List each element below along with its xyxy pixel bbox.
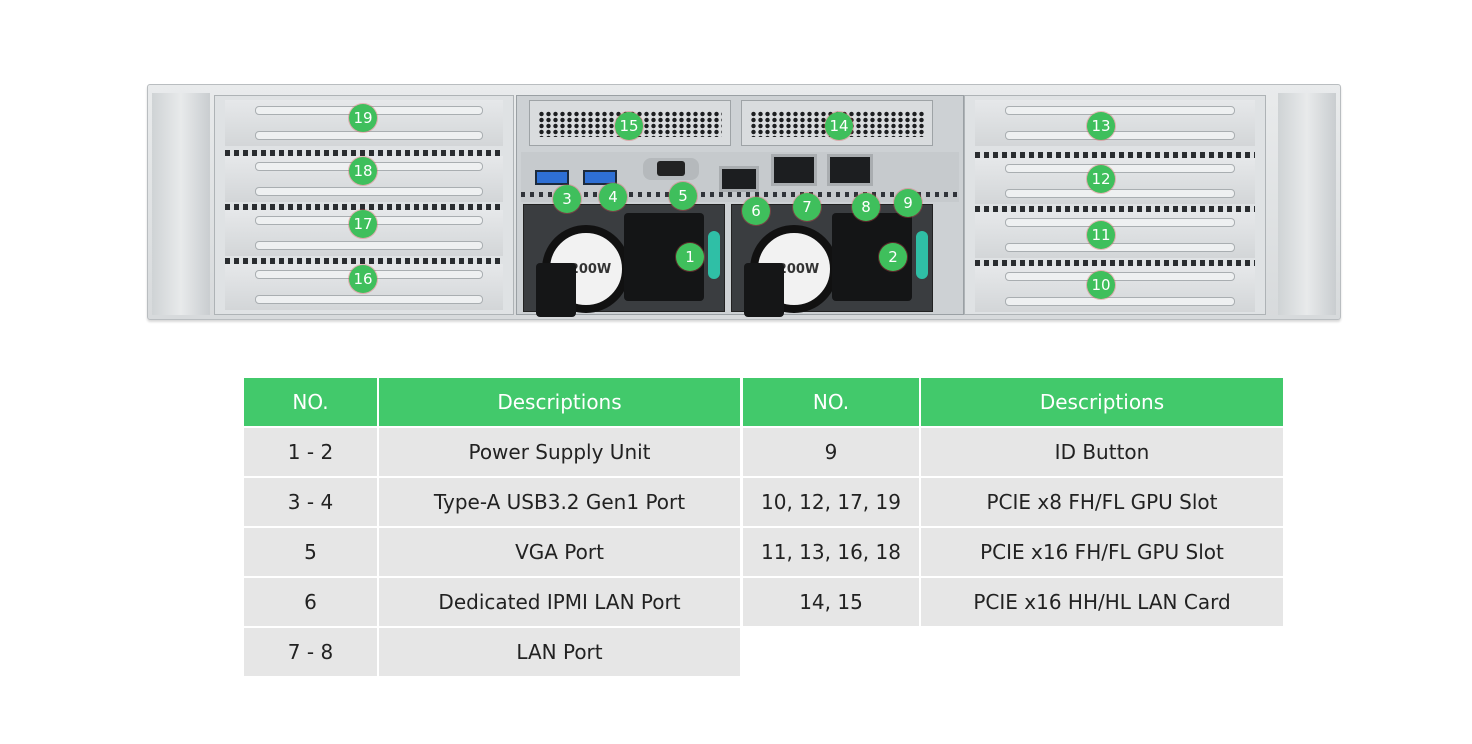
callout-badge: 14 bbox=[825, 112, 853, 140]
psu-handle[interactable] bbox=[708, 231, 720, 279]
cell-no: 14, 15 bbox=[743, 578, 919, 626]
callout-badge: 6 bbox=[742, 197, 770, 225]
lan-port-8 bbox=[827, 154, 873, 186]
callout-badge: 13 bbox=[1087, 112, 1115, 140]
callout-badge: 9 bbox=[894, 189, 922, 217]
rack-ear-right bbox=[1278, 93, 1336, 315]
header-descriptions: Descriptions bbox=[379, 378, 740, 426]
cell-desc: Dedicated IPMI LAN Port bbox=[379, 578, 740, 626]
callout-badge: 7 bbox=[793, 193, 821, 221]
vga-port bbox=[643, 158, 699, 180]
cell-desc: PCIE x16 FH/FL GPU Slot bbox=[921, 528, 1283, 576]
vent bbox=[225, 258, 503, 264]
cell-no: 10, 12, 17, 19 bbox=[743, 478, 919, 526]
callout-badge: 1 bbox=[676, 243, 704, 271]
cell-no: 6 bbox=[244, 578, 377, 626]
cell-desc: PCIE x8 FH/FL GPU Slot bbox=[921, 478, 1283, 526]
pcie-slot-10 bbox=[975, 266, 1255, 312]
callout-badge: 3 bbox=[553, 185, 581, 213]
cell-no: 5 bbox=[244, 528, 377, 576]
callout-badge: 16 bbox=[349, 265, 377, 293]
pcie-slot-11 bbox=[975, 212, 1255, 258]
vent bbox=[225, 150, 503, 156]
pcie-slot-13 bbox=[975, 100, 1255, 146]
psu-handle[interactable] bbox=[916, 231, 928, 279]
fan-icon: 2200W bbox=[750, 225, 838, 313]
cell-desc: LAN Port bbox=[379, 628, 740, 676]
usb-port-3 bbox=[535, 170, 569, 185]
vent bbox=[975, 206, 1255, 212]
callout-badge: 15 bbox=[615, 112, 643, 140]
header-no: NO. bbox=[743, 378, 919, 426]
cell-no: 1 - 2 bbox=[244, 428, 377, 476]
callout-badge: 17 bbox=[349, 210, 377, 238]
cell-no: 11, 13, 16, 18 bbox=[743, 528, 919, 576]
callout-badge: 8 bbox=[852, 193, 880, 221]
callout-badge: 10 bbox=[1087, 271, 1115, 299]
callout-badge: 5 bbox=[669, 182, 697, 210]
cell-no: 9 bbox=[743, 428, 919, 476]
usb-port-4 bbox=[583, 170, 617, 185]
callout-badge: 11 bbox=[1087, 221, 1115, 249]
cell-desc: Type-A USB3.2 Gen1 Port bbox=[379, 478, 740, 526]
cell-no: 7 - 8 bbox=[244, 628, 377, 676]
callout-badge: 2 bbox=[879, 243, 907, 271]
lan-port-7 bbox=[771, 154, 817, 186]
cell-desc: ID Button bbox=[921, 428, 1283, 476]
header-no: NO. bbox=[244, 378, 377, 426]
cell-desc: VGA Port bbox=[379, 528, 740, 576]
vent bbox=[975, 260, 1255, 266]
vent bbox=[225, 204, 503, 210]
callout-badge: 4 bbox=[599, 183, 627, 211]
ipmi-lan-port bbox=[719, 166, 759, 192]
vent bbox=[975, 152, 1255, 158]
gpu-cage-right bbox=[964, 95, 1266, 315]
header-descriptions: Descriptions bbox=[921, 378, 1283, 426]
io-strip bbox=[521, 152, 959, 202]
cell-desc: PCIE x16 HH/HL LAN Card bbox=[921, 578, 1283, 626]
callout-badge: 18 bbox=[349, 157, 377, 185]
cell-no: 3 - 4 bbox=[244, 478, 377, 526]
callout-badge: 19 bbox=[349, 104, 377, 132]
rack-ear-left bbox=[152, 93, 210, 315]
pcie-slot-12 bbox=[975, 158, 1255, 204]
cell-desc: Power Supply Unit bbox=[379, 428, 740, 476]
callout-badge: 12 bbox=[1087, 165, 1115, 193]
